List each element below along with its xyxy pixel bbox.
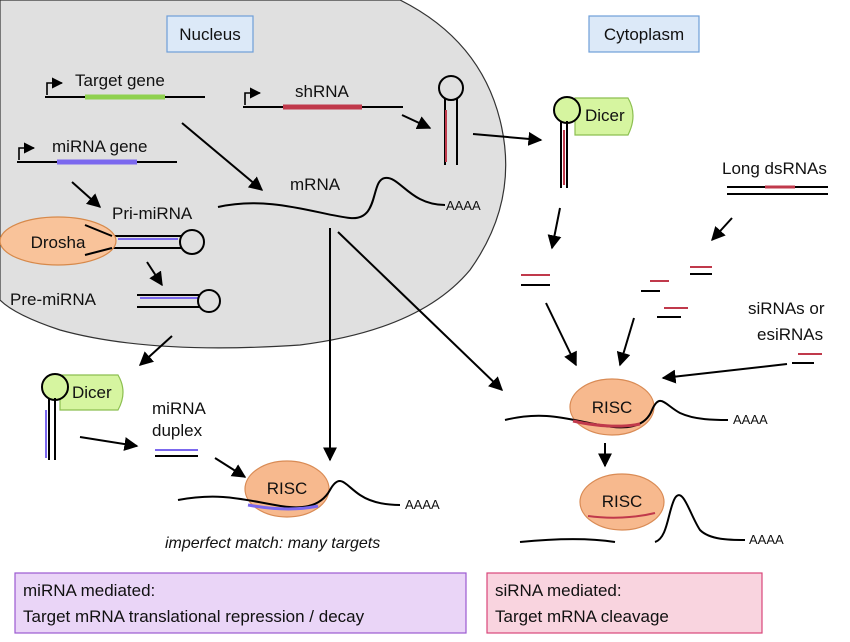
- svg-text:AAAA: AAAA: [733, 412, 768, 427]
- svg-text:AAAA: AAAA: [749, 532, 784, 547]
- mirna-gene: miRNA gene: [17, 137, 177, 165]
- target-gene: Target gene: [45, 71, 205, 100]
- svg-text:miRNA mediated:: miRNA mediated:: [23, 581, 155, 600]
- sirna-mediated-box: siRNA mediated: Target mRNA cleavage: [486, 572, 763, 634]
- svg-text:AAAA: AAAA: [405, 497, 440, 512]
- risc-left: RISC AAAA: [177, 460, 440, 518]
- sirnas-label: siRNAs or esiRNAs: [748, 299, 825, 344]
- svg-text:mRNA: mRNA: [290, 175, 341, 194]
- svg-text:duplex: duplex: [152, 421, 203, 440]
- svg-text:miRNA gene: miRNA gene: [52, 137, 147, 156]
- svg-text:Dicer: Dicer: [585, 106, 625, 125]
- svg-text:esiRNAs: esiRNAs: [757, 325, 823, 344]
- svg-text:miRNA: miRNA: [152, 399, 206, 418]
- shrna-gene: shRNA: [243, 82, 403, 110]
- svg-text:RISC: RISC: [592, 398, 633, 417]
- pri-mirna: Pri-miRNA: [112, 204, 205, 255]
- risc-right-1: RISC AAAA: [504, 378, 768, 436]
- cytoplasm-label: Cytoplasm: [588, 15, 700, 53]
- imperfect-match-note: imperfect match: many targets: [165, 535, 380, 552]
- svg-text:Pre-miRNA: Pre-miRNA: [10, 290, 97, 309]
- dicer-right: Dicer: [553, 96, 634, 188]
- svg-text:Cytoplasm: Cytoplasm: [604, 25, 684, 44]
- svg-text:Target gene: Target gene: [75, 71, 165, 90]
- pre-mirna: Pre-miRNA: [10, 289, 221, 313]
- sirna-fragments: [521, 266, 822, 364]
- mirna-mediated-box: miRNA mediated: Target mRNA translationa…: [14, 572, 467, 634]
- svg-text:Pri-miRNA: Pri-miRNA: [112, 204, 193, 223]
- svg-text:AAAA: AAAA: [446, 198, 481, 213]
- svg-text:Long dsRNAs: Long dsRNAs: [722, 159, 827, 178]
- dicer-left: Dicer: [41, 373, 124, 460]
- svg-text:Nucleus: Nucleus: [179, 25, 240, 44]
- svg-text:Target mRNA translational repr: Target mRNA translational repression / d…: [23, 607, 365, 626]
- svg-text:RISC: RISC: [267, 479, 308, 498]
- svg-text:siRNA mediated:: siRNA mediated:: [495, 581, 622, 600]
- pathway-arrows: [71, 114, 788, 478]
- nuclear-mrna: mRNA AAAA: [217, 175, 481, 220]
- svg-text:RISC: RISC: [602, 492, 643, 511]
- svg-text:siRNAs or: siRNAs or: [748, 299, 825, 318]
- nucleus-region: [0, 0, 507, 349]
- svg-text:shRNA: shRNA: [295, 82, 350, 101]
- shrna-hairpin: [438, 75, 464, 165]
- risc-right-2: RISC AAAA: [519, 473, 784, 547]
- drosha-enzyme: Drosha: [0, 216, 117, 266]
- svg-text:Drosha: Drosha: [31, 233, 86, 252]
- svg-text:Dicer: Dicer: [72, 383, 112, 402]
- nucleus-label: Nucleus: [166, 15, 254, 53]
- svg-text:Target mRNA cleavage: Target mRNA cleavage: [495, 607, 669, 626]
- mirna-duplex: miRNA duplex: [152, 399, 206, 457]
- long-dsrnas: Long dsRNAs: [722, 159, 828, 195]
